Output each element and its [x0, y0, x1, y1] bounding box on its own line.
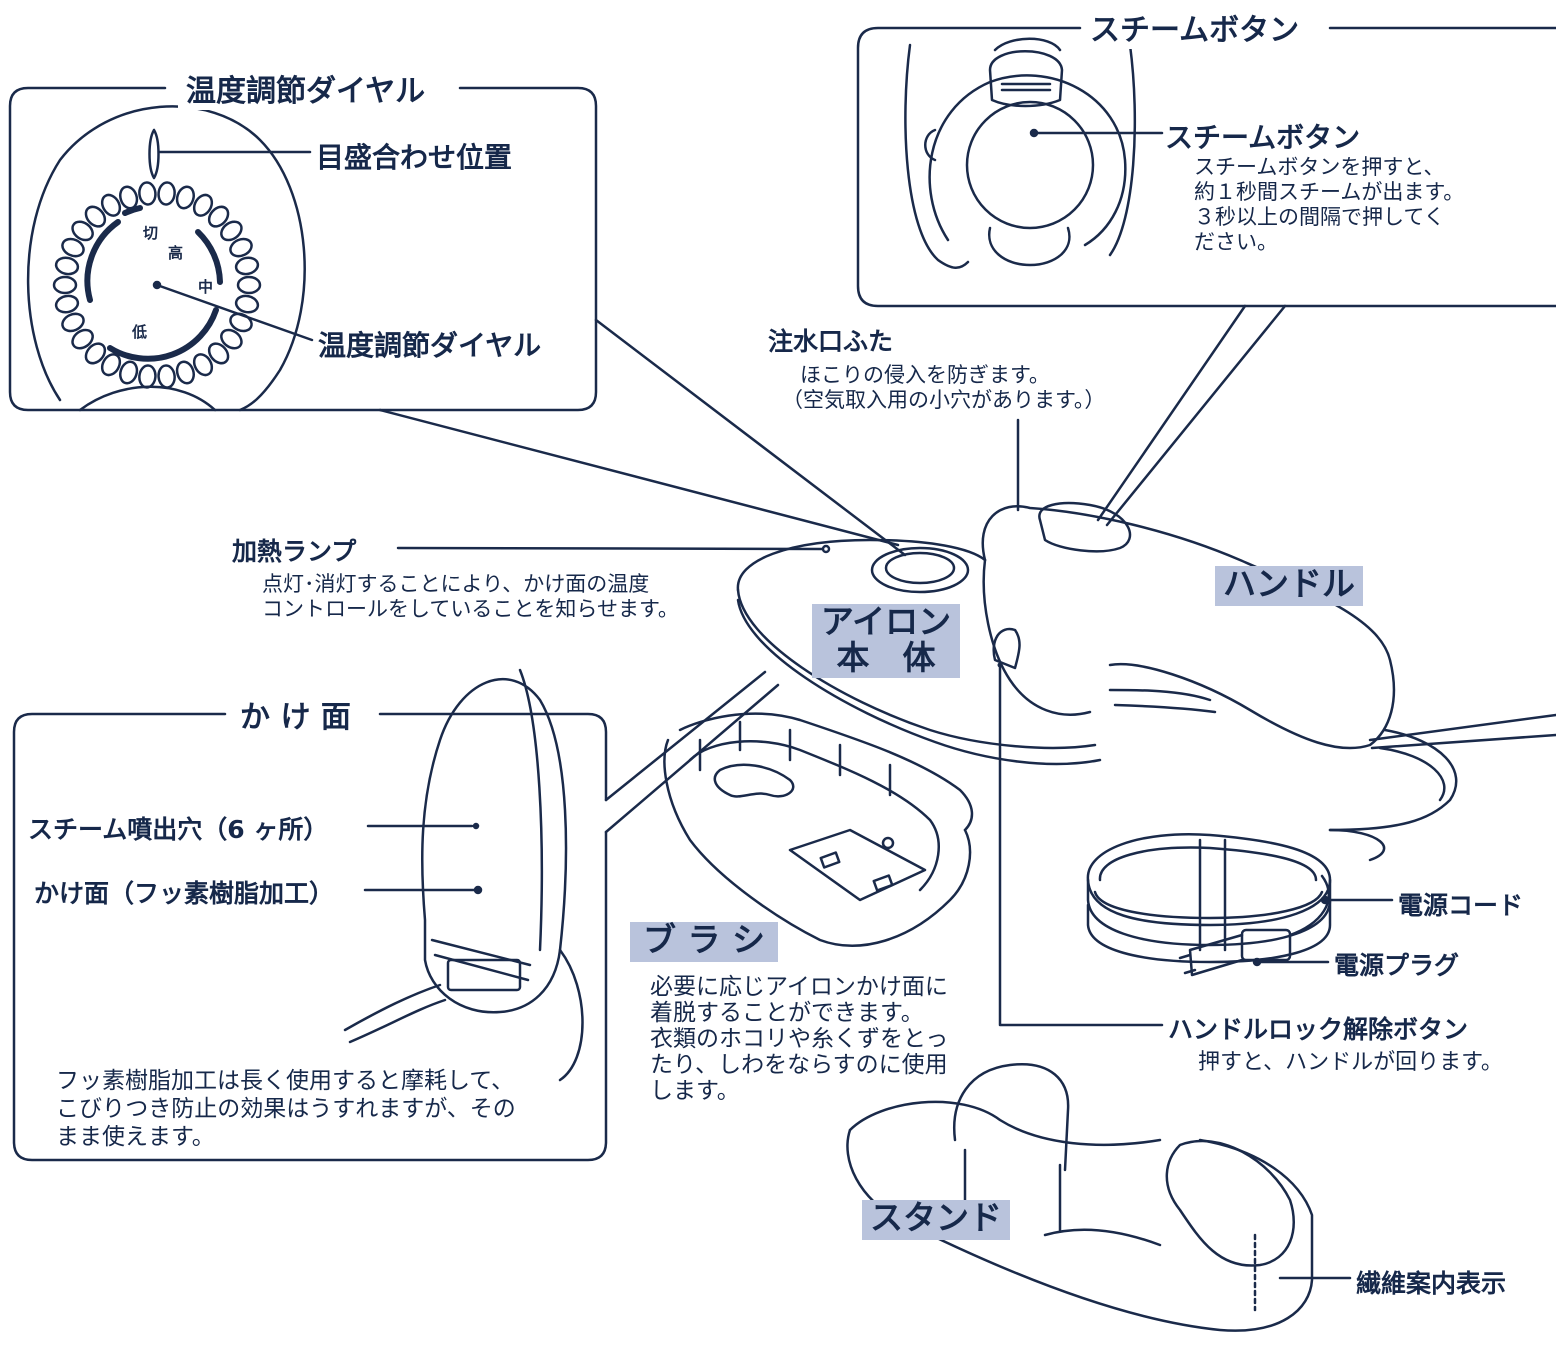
- soleplate-label: かけ面（フッ素樹脂加工）: [34, 879, 335, 908]
- temp-dial-label: 温度調節ダイヤル: [318, 329, 542, 362]
- brush-desc-5: します。: [650, 1078, 740, 1104]
- dial-marks: 切 高 中 低: [131, 224, 213, 341]
- iron-body-tag: アイロン 本 体: [812, 604, 960, 678]
- dial-scallop: [54, 256, 80, 276]
- dial-scallop: [157, 364, 176, 389]
- dial-scallop: [119, 360, 139, 385]
- heating-lamp-desc-1: 点灯･消灯することにより、かけ面の温度: [262, 572, 650, 596]
- heating-lamp-desc-2: コントロールをしていることを知らせます。: [262, 597, 679, 621]
- soleplate-note-2: こびりつき防止の効果はうすれますが、その: [56, 1096, 516, 1122]
- alignment-position-label: 目盛合わせ位置: [316, 141, 513, 174]
- handle-tag: ハンドル: [1215, 566, 1363, 606]
- dial-scallop: [234, 294, 260, 314]
- iron-body: [378, 304, 1556, 1027]
- handle-lock-label: ハンドルロック解除ボタン: [1168, 1015, 1469, 1044]
- dial-scallops: [52, 181, 262, 389]
- stand-tag: スタンド: [862, 1200, 1010, 1240]
- power-plug-label: 電源プラグ: [1334, 951, 1460, 980]
- soleplate-note-1: フッ素樹脂加工は長く使用すると摩耗して、: [56, 1068, 515, 1094]
- soleplate-note-3: まま使えます。: [56, 1124, 215, 1150]
- steam-desc-line-3: ３秒以上の間隔で押してく: [1194, 205, 1445, 229]
- soleplate-panel-title: か け 面: [232, 692, 359, 736]
- fiber-guide-label: 繊維案内表示: [1356, 1269, 1507, 1298]
- dial-scallop: [207, 342, 230, 365]
- dial-scallop: [236, 275, 262, 295]
- steam-button-on-iron: [1038, 501, 1132, 553]
- dial-scallop: [54, 294, 80, 314]
- dial-scallop: [138, 364, 157, 389]
- iron-body-tag-line-1: アイロン: [820, 602, 952, 641]
- water-cap-desc-1: ほこりの侵入を防ぎます。: [800, 363, 1050, 387]
- dial-scallop: [157, 181, 176, 206]
- dial-scallop: [100, 193, 122, 217]
- brush-desc-2: 着脱することができます。: [650, 1000, 924, 1026]
- brush-tag: ブ ラ シ: [630, 922, 778, 962]
- temp-dial-panel: [8, 86, 598, 412]
- handle-lock-desc: 押すと、ハンドルが回ります。: [1198, 1050, 1503, 1075]
- steam-holes-label: スチーム噴出穴（6 ヶ所）: [28, 815, 329, 844]
- steam-desc-line-2: 約１秒間スチームが出ます。: [1194, 180, 1465, 204]
- temp-dial-panel-title: 温度調節ダイヤル: [178, 66, 434, 110]
- soleplate-panel: [12, 668, 780, 1162]
- brush-desc-4: たり、しわをならすのに使用: [650, 1052, 948, 1078]
- water-cap-label: 注水口ふた: [768, 327, 894, 356]
- steam-desc-line-4: ださい。: [1194, 230, 1278, 254]
- steam-panel-title: スチームボタン: [1082, 5, 1308, 49]
- dial-scallop: [100, 353, 122, 377]
- brush: [663, 712, 974, 947]
- dial-scallop: [192, 193, 214, 217]
- dial-scallop: [207, 205, 230, 228]
- dial-mark-low: 低: [131, 323, 147, 341]
- water-cap-desc-2: （空気取入用の小穴があります。）: [782, 388, 1106, 412]
- dial-scallop: [71, 328, 94, 350]
- dial-scallop: [61, 237, 85, 258]
- dial-scallop: [192, 353, 214, 377]
- dial-mark-medium: 中: [198, 278, 213, 296]
- iron-body-tag-line-2: 本 体: [836, 638, 936, 677]
- steam-button-label: スチームボタン: [1165, 121, 1361, 154]
- dial-scallop: [220, 328, 243, 350]
- power-cord-label: 電源コード: [1398, 891, 1524, 920]
- alignment-marker-icon: [148, 128, 160, 180]
- dial-scallop: [138, 181, 157, 206]
- heating-lamp-label: 加熱ランプ: [232, 537, 357, 566]
- dial-scallop: [234, 256, 260, 276]
- dial-scallop: [175, 185, 195, 210]
- dial-scallop: [61, 312, 85, 333]
- dial-scallop: [52, 275, 78, 295]
- dial-scallop: [84, 342, 107, 365]
- dial-mark-high: 高: [168, 244, 183, 262]
- steam-desc-line-1: スチームボタンを押すと、: [1194, 155, 1445, 179]
- dial-scallop: [84, 205, 107, 228]
- dial-scallop: [71, 220, 94, 242]
- dial-mark-off: 切: [143, 224, 158, 242]
- dial-scallop: [229, 237, 253, 258]
- brush-desc-1: 必要に応じアイロンかけ面に: [650, 974, 948, 1000]
- dial-scallop: [175, 360, 195, 385]
- power-cord-coil: [1086, 828, 1394, 977]
- steam-button-panel: [856, 26, 1556, 308]
- dial-scallop: [220, 220, 243, 242]
- brush-desc-3: 衣類のホコリや糸くずをとっ: [650, 1026, 949, 1052]
